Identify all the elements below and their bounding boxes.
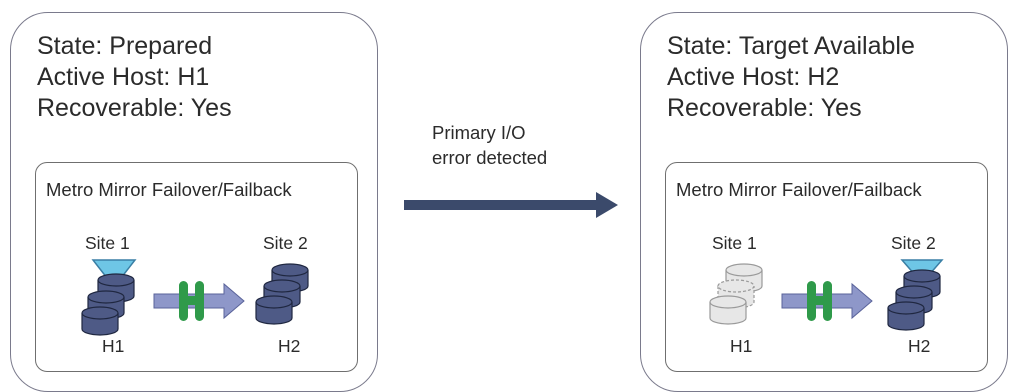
event-line-1: Primary I/O: [432, 122, 526, 143]
site-1-volume-stack-icon: [81, 273, 135, 336]
site-2-volume-stack-icon: [255, 263, 309, 325]
site-2-volume-stack-icon: [887, 269, 941, 331]
session-box: Metro Mirror Failover/Failback Site 1 Si…: [35, 162, 358, 372]
state-label: State: Prepared: [37, 32, 213, 60]
host-2-label: H2: [908, 336, 931, 356]
target-state-panel: State: Target Available Active Host: H2 …: [640, 12, 1008, 392]
source-state-panel: State: Prepared Active Host: H1 Recovera…: [10, 12, 378, 392]
recoverable-label: Recoverable: Yes: [667, 94, 862, 122]
site-1-label: Site 1: [712, 233, 757, 253]
state-info: State: Prepared Active Host: H1 Recovera…: [37, 31, 232, 124]
site-2-label: Site 2: [891, 233, 936, 253]
metro-mirror-link-icon: [781, 281, 873, 321]
transition-event-label: Primary I/O error detected: [432, 120, 547, 170]
session-title: Metro Mirror Failover/Failback: [676, 179, 922, 200]
site-1-volume-stack-icon: [709, 263, 763, 325]
state-label: State: Target Available: [667, 32, 915, 60]
event-line-2: error detected: [432, 147, 548, 168]
replication-diagram: [81, 259, 309, 336]
host-2-label: H2: [278, 336, 301, 356]
transition-arrow-icon: [404, 192, 618, 218]
host-1-label: H1: [102, 336, 125, 356]
active-host-label: Active Host: H1: [37, 63, 210, 91]
replication-diagram: [709, 259, 944, 331]
host-1-label: H1: [730, 336, 753, 356]
metro-mirror-link-icon: [153, 281, 245, 321]
site-2-label: Site 2: [263, 233, 308, 253]
session-title: Metro Mirror Failover/Failback: [46, 179, 292, 200]
site-1-label: Site 1: [85, 233, 130, 253]
recoverable-label: Recoverable: Yes: [37, 94, 232, 122]
active-host-label: Active Host: H2: [667, 63, 840, 91]
state-info: State: Target Available Active Host: H2 …: [667, 31, 915, 124]
session-box: Metro Mirror Failover/Failback Site 1 Si…: [665, 162, 988, 372]
